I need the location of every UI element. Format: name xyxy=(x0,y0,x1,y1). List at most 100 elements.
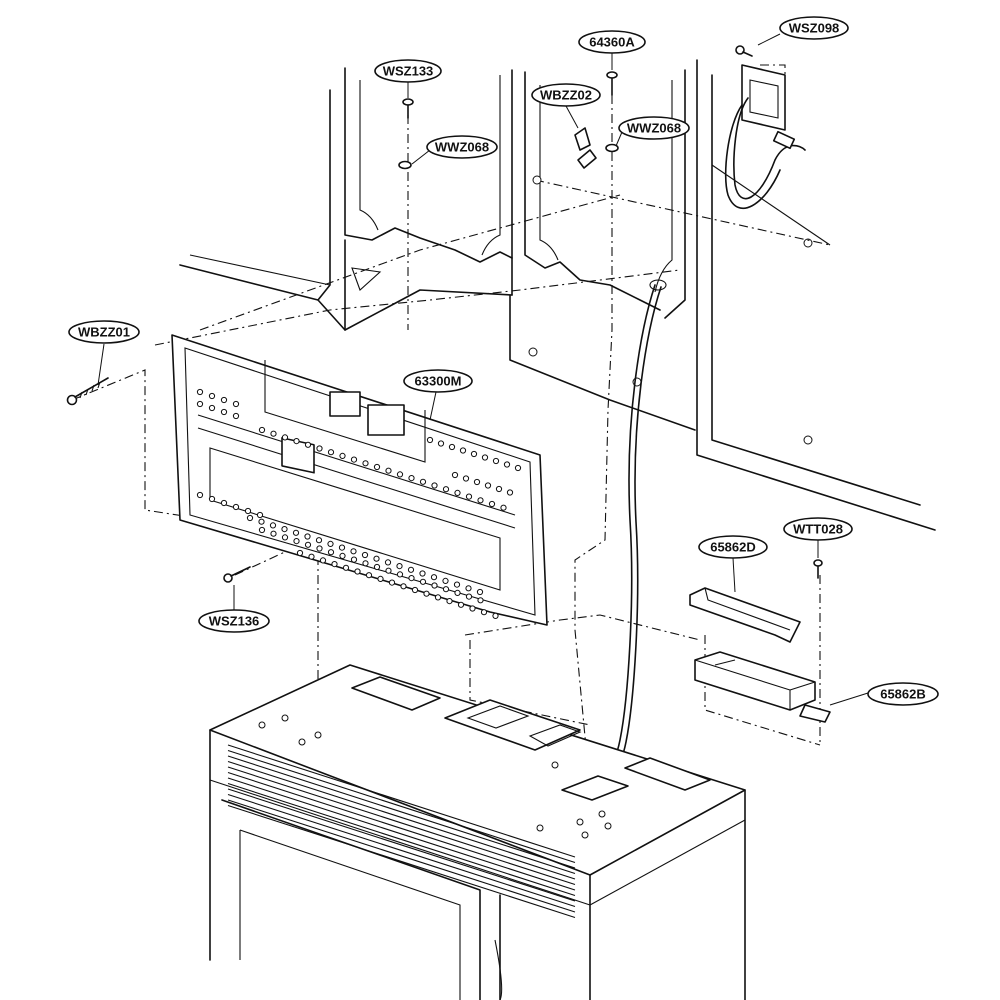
plate-hole xyxy=(338,544,346,551)
plate-hole xyxy=(407,566,415,573)
plate-hole xyxy=(396,571,404,578)
plate-hole xyxy=(454,489,461,496)
plate-hole xyxy=(327,549,335,556)
plate-hole xyxy=(354,568,361,575)
plate-hole xyxy=(506,489,514,496)
plate-hole xyxy=(256,511,264,519)
svg-text:65862B: 65862B xyxy=(880,687,926,702)
svg-text:WTT028: WTT028 xyxy=(793,522,843,537)
plate-hole xyxy=(293,438,300,445)
plate-hole xyxy=(196,491,204,499)
plate-window-mid xyxy=(329,391,361,417)
plate-hole xyxy=(514,464,522,472)
vent-slot xyxy=(227,760,576,875)
plate-hole xyxy=(434,594,442,601)
plate-hole xyxy=(365,572,373,579)
plate-hole xyxy=(373,555,380,562)
plate-hole xyxy=(385,467,392,474)
svg-text:WSZ098: WSZ098 xyxy=(789,21,840,36)
plate-hole xyxy=(388,579,396,586)
plate-hole xyxy=(396,471,404,478)
plate-hole xyxy=(258,426,266,434)
svg-text:WSZ133: WSZ133 xyxy=(383,64,434,79)
svg-text:WSZ136: WSZ136 xyxy=(209,614,260,629)
plate-hole xyxy=(385,567,392,574)
plate-hole xyxy=(437,440,445,447)
plate-hole xyxy=(423,590,430,597)
plate-hole xyxy=(495,485,503,493)
plate-hole xyxy=(442,486,450,493)
callout-wtt028: WTT028 xyxy=(783,517,853,541)
plate-hole xyxy=(451,471,459,479)
plate-hole xyxy=(270,430,277,437)
plate-hole xyxy=(408,475,415,482)
plate-hole xyxy=(431,482,438,489)
vent-slot xyxy=(227,804,576,919)
plate-hole xyxy=(292,529,300,536)
plate-hole xyxy=(465,493,473,500)
plate-hole xyxy=(430,574,438,581)
plate-hole xyxy=(419,570,426,577)
plate-hole xyxy=(304,541,312,548)
plate-hole xyxy=(419,578,427,585)
plate-hole xyxy=(419,478,427,485)
callout-63300m: 63300M xyxy=(403,369,473,393)
plate-hole xyxy=(246,514,254,522)
plate-hole xyxy=(361,551,369,559)
plate-hole xyxy=(411,586,419,594)
plate-hole xyxy=(308,553,315,560)
callout-65862d: 65862D xyxy=(698,535,768,559)
callout-wsz098: WSZ098 xyxy=(779,16,849,40)
plate-hole xyxy=(488,500,496,508)
callout-wwz068-left: WWZ068 xyxy=(426,135,498,159)
screw-wsz098 xyxy=(735,45,753,57)
plate-hole xyxy=(196,388,204,396)
plate-hole xyxy=(316,445,323,452)
plate-hole xyxy=(350,556,358,563)
callout-wbzz01: WBZZ01 xyxy=(68,320,140,344)
plate-hole xyxy=(469,605,476,612)
plate-hole xyxy=(500,504,507,511)
mounting-plate xyxy=(171,334,548,626)
plate-hole xyxy=(454,589,461,597)
plate-hole xyxy=(384,559,392,566)
plate-hole xyxy=(304,533,311,540)
callout-64360a: 64360A xyxy=(578,30,646,54)
plate-hole xyxy=(476,588,484,596)
plate-hole xyxy=(442,577,449,585)
vent-slot xyxy=(227,749,576,864)
vent-slot xyxy=(227,799,576,913)
box-65862b xyxy=(694,651,831,723)
plate-hole xyxy=(408,575,415,582)
vent-slot xyxy=(227,793,576,908)
plate-hole xyxy=(196,400,204,408)
plate-hole xyxy=(339,552,346,560)
plate-hole xyxy=(477,497,484,504)
plate-hole xyxy=(492,612,499,620)
plate-hole xyxy=(431,582,438,589)
plate-hole xyxy=(448,443,456,451)
plate-hole xyxy=(350,548,357,555)
plate-hole xyxy=(315,537,323,544)
plate-hole xyxy=(220,396,228,404)
vent-slot xyxy=(227,788,576,902)
plate-hole xyxy=(258,526,266,534)
plate-hole xyxy=(362,560,369,567)
plate-hole xyxy=(319,557,327,564)
plate-hole xyxy=(281,526,288,533)
plate-hole xyxy=(258,518,265,525)
plate-hole xyxy=(327,540,334,548)
plate-hole xyxy=(220,408,228,416)
plate-hole xyxy=(400,583,407,590)
plate-hole xyxy=(281,534,289,541)
svg-text:63300M: 63300M xyxy=(415,374,462,389)
plate-hole xyxy=(373,563,381,571)
plate-hole xyxy=(492,457,500,465)
svg-text:WBZZ01: WBZZ01 xyxy=(78,325,130,340)
plate-hole xyxy=(208,392,216,400)
screw-wbzz01 xyxy=(66,377,109,406)
plate-hole xyxy=(477,597,484,604)
microwave xyxy=(209,664,746,1000)
bolt-64360a xyxy=(606,71,618,96)
